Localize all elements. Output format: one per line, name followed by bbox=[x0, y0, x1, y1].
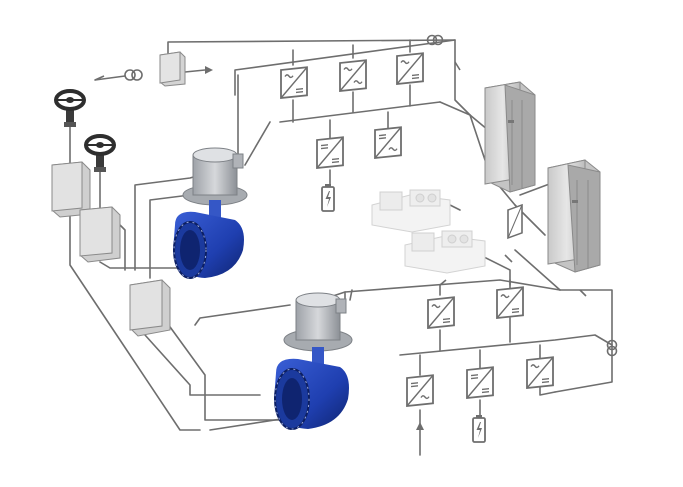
converter-dc-dc-icon bbox=[316, 136, 344, 169]
control-box bbox=[51, 161, 91, 218]
azimuth-thruster-icon bbox=[274, 292, 353, 430]
converter-inline-icon bbox=[507, 203, 523, 240]
converter-ac-dc-icon bbox=[526, 356, 554, 389]
control-box bbox=[79, 206, 121, 263]
converter-ac-ac-icon bbox=[339, 59, 367, 92]
converter-ac-dc-icon bbox=[496, 286, 524, 319]
generator-set-icon bbox=[371, 189, 451, 233]
steering-wheel-icon bbox=[54, 89, 86, 127]
azimuth-thruster-icon bbox=[173, 147, 248, 279]
converter-ac-dc-icon bbox=[406, 374, 434, 407]
converter-ac-dc-icon bbox=[396, 52, 424, 85]
battery-icon bbox=[321, 184, 335, 212]
transformer-icon bbox=[426, 34, 444, 46]
battery-icon bbox=[472, 415, 486, 443]
switchboard-cabinet-icon bbox=[484, 81, 536, 193]
control-box-top bbox=[159, 51, 186, 87]
transformer-icon bbox=[124, 69, 143, 81]
generator-set-icon bbox=[404, 230, 486, 274]
control-box bbox=[129, 279, 171, 337]
transformer-icon bbox=[606, 339, 618, 357]
arrow-head-left-icon bbox=[94, 75, 105, 81]
converter-dc-dc-icon bbox=[427, 296, 455, 329]
converter-ac-dc-icon bbox=[374, 126, 402, 159]
converter-ac-dc-icon bbox=[280, 66, 308, 99]
switchboard-cabinet-icon bbox=[547, 159, 601, 273]
wiring bbox=[69, 39, 613, 456]
converter-dc-dc-icon bbox=[466, 366, 494, 399]
arrow-right-icon bbox=[205, 66, 213, 74]
arrow-up-icon bbox=[416, 422, 424, 430]
steering-wheel-icon bbox=[84, 134, 116, 172]
